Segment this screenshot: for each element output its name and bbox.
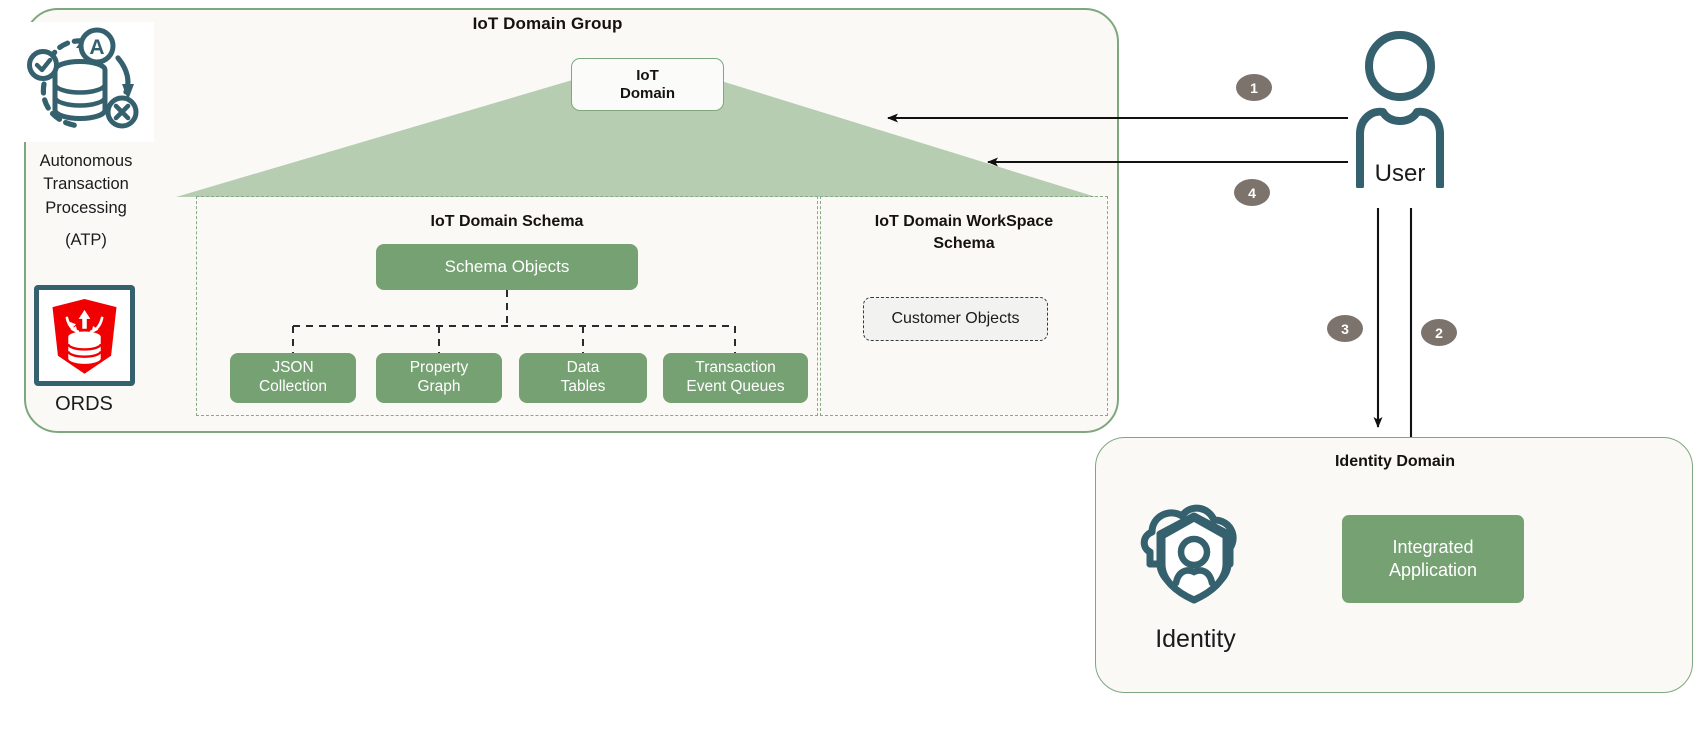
json-collection-line1: JSON: [272, 359, 314, 377]
workspace-title-line2: Schema: [933, 234, 995, 252]
step-badge-4: 4: [1234, 179, 1270, 206]
ords-shield-database-icon: [33, 285, 135, 386]
autonomous-transaction-processing-icon: A: [18, 22, 154, 142]
identity-label: Identity: [1155, 625, 1236, 653]
step-badge-1: 1: [1236, 74, 1272, 101]
transaction-event-queues-line1: Transaction: [695, 359, 776, 377]
transaction-event-queues-node: Transaction Event Queues: [663, 353, 808, 403]
identity-cloud-shield-icon: [1140, 504, 1237, 604]
json-collection-node: JSON Collection: [230, 353, 356, 403]
iot-domain-schema-title: IoT Domain Schema: [430, 213, 584, 230]
iot-domain-group-title: IoT Domain Group: [472, 14, 623, 33]
iot-domain-box-line1: IoT: [636, 66, 659, 84]
customer-objects-label: Customer Objects: [891, 310, 1020, 327]
customer-objects-node: Customer Objects: [863, 297, 1048, 341]
user-person-icon: [1356, 31, 1444, 188]
iot-domain-box-line2: Domain: [619, 84, 675, 102]
user-label: User: [1374, 160, 1426, 187]
step-badge-3: 3: [1327, 315, 1363, 342]
iot-domain-schema-panel: IoT Domain Schema: [196, 196, 818, 416]
integrated-application-node: Integrated Application: [1342, 515, 1524, 603]
svg-text:A: A: [89, 36, 104, 59]
data-tables-line2: Tables: [560, 378, 606, 395]
atp-label-line2: Transaction: [43, 175, 129, 194]
iot-domain-box: IoT Domain: [571, 58, 724, 111]
atp-label-line3: Processing: [45, 198, 127, 217]
step-badge-2: 2: [1421, 319, 1457, 346]
atp-label-line4: (ATP): [65, 231, 107, 250]
iot-domain-workspace-schema-panel: IoT Domain WorkSpace Schema: [820, 196, 1108, 416]
integrated-application-line2: Application: [1388, 560, 1478, 580]
transaction-event-queues-line2: Event Queues: [686, 378, 785, 395]
atp-label-line1: Autonomous: [39, 152, 133, 170]
data-tables-line1: Data: [566, 359, 600, 377]
data-tables-node: Data Tables: [519, 353, 647, 403]
property-graph-node: Property Graph: [376, 353, 502, 403]
integrated-application-line1: Integrated: [1392, 536, 1474, 557]
ords-label: ORDS: [55, 393, 113, 415]
identity-domain-container: Identity Domain: [1095, 437, 1693, 693]
json-collection-line2: Collection: [258, 378, 328, 395]
property-graph-line1: Property: [409, 359, 469, 377]
property-graph-line2: Graph: [417, 378, 461, 395]
schema-objects-node: Schema Objects: [376, 244, 638, 290]
atp-label: Autonomous Transaction Processing: [18, 150, 154, 220]
schema-objects-label: Schema Objects: [444, 256, 570, 276]
workspace-title-line1: IoT Domain WorkSpace: [874, 213, 1054, 230]
identity-domain-title: Identity Domain: [1334, 453, 1455, 470]
ords-block: ORDS: [22, 285, 146, 416]
atp-block: A Autonomous Transaction Processing (ATP…: [18, 22, 154, 250]
iot-domain-workspace-schema-title: IoT Domain WorkSpace Schema: [821, 211, 1107, 254]
